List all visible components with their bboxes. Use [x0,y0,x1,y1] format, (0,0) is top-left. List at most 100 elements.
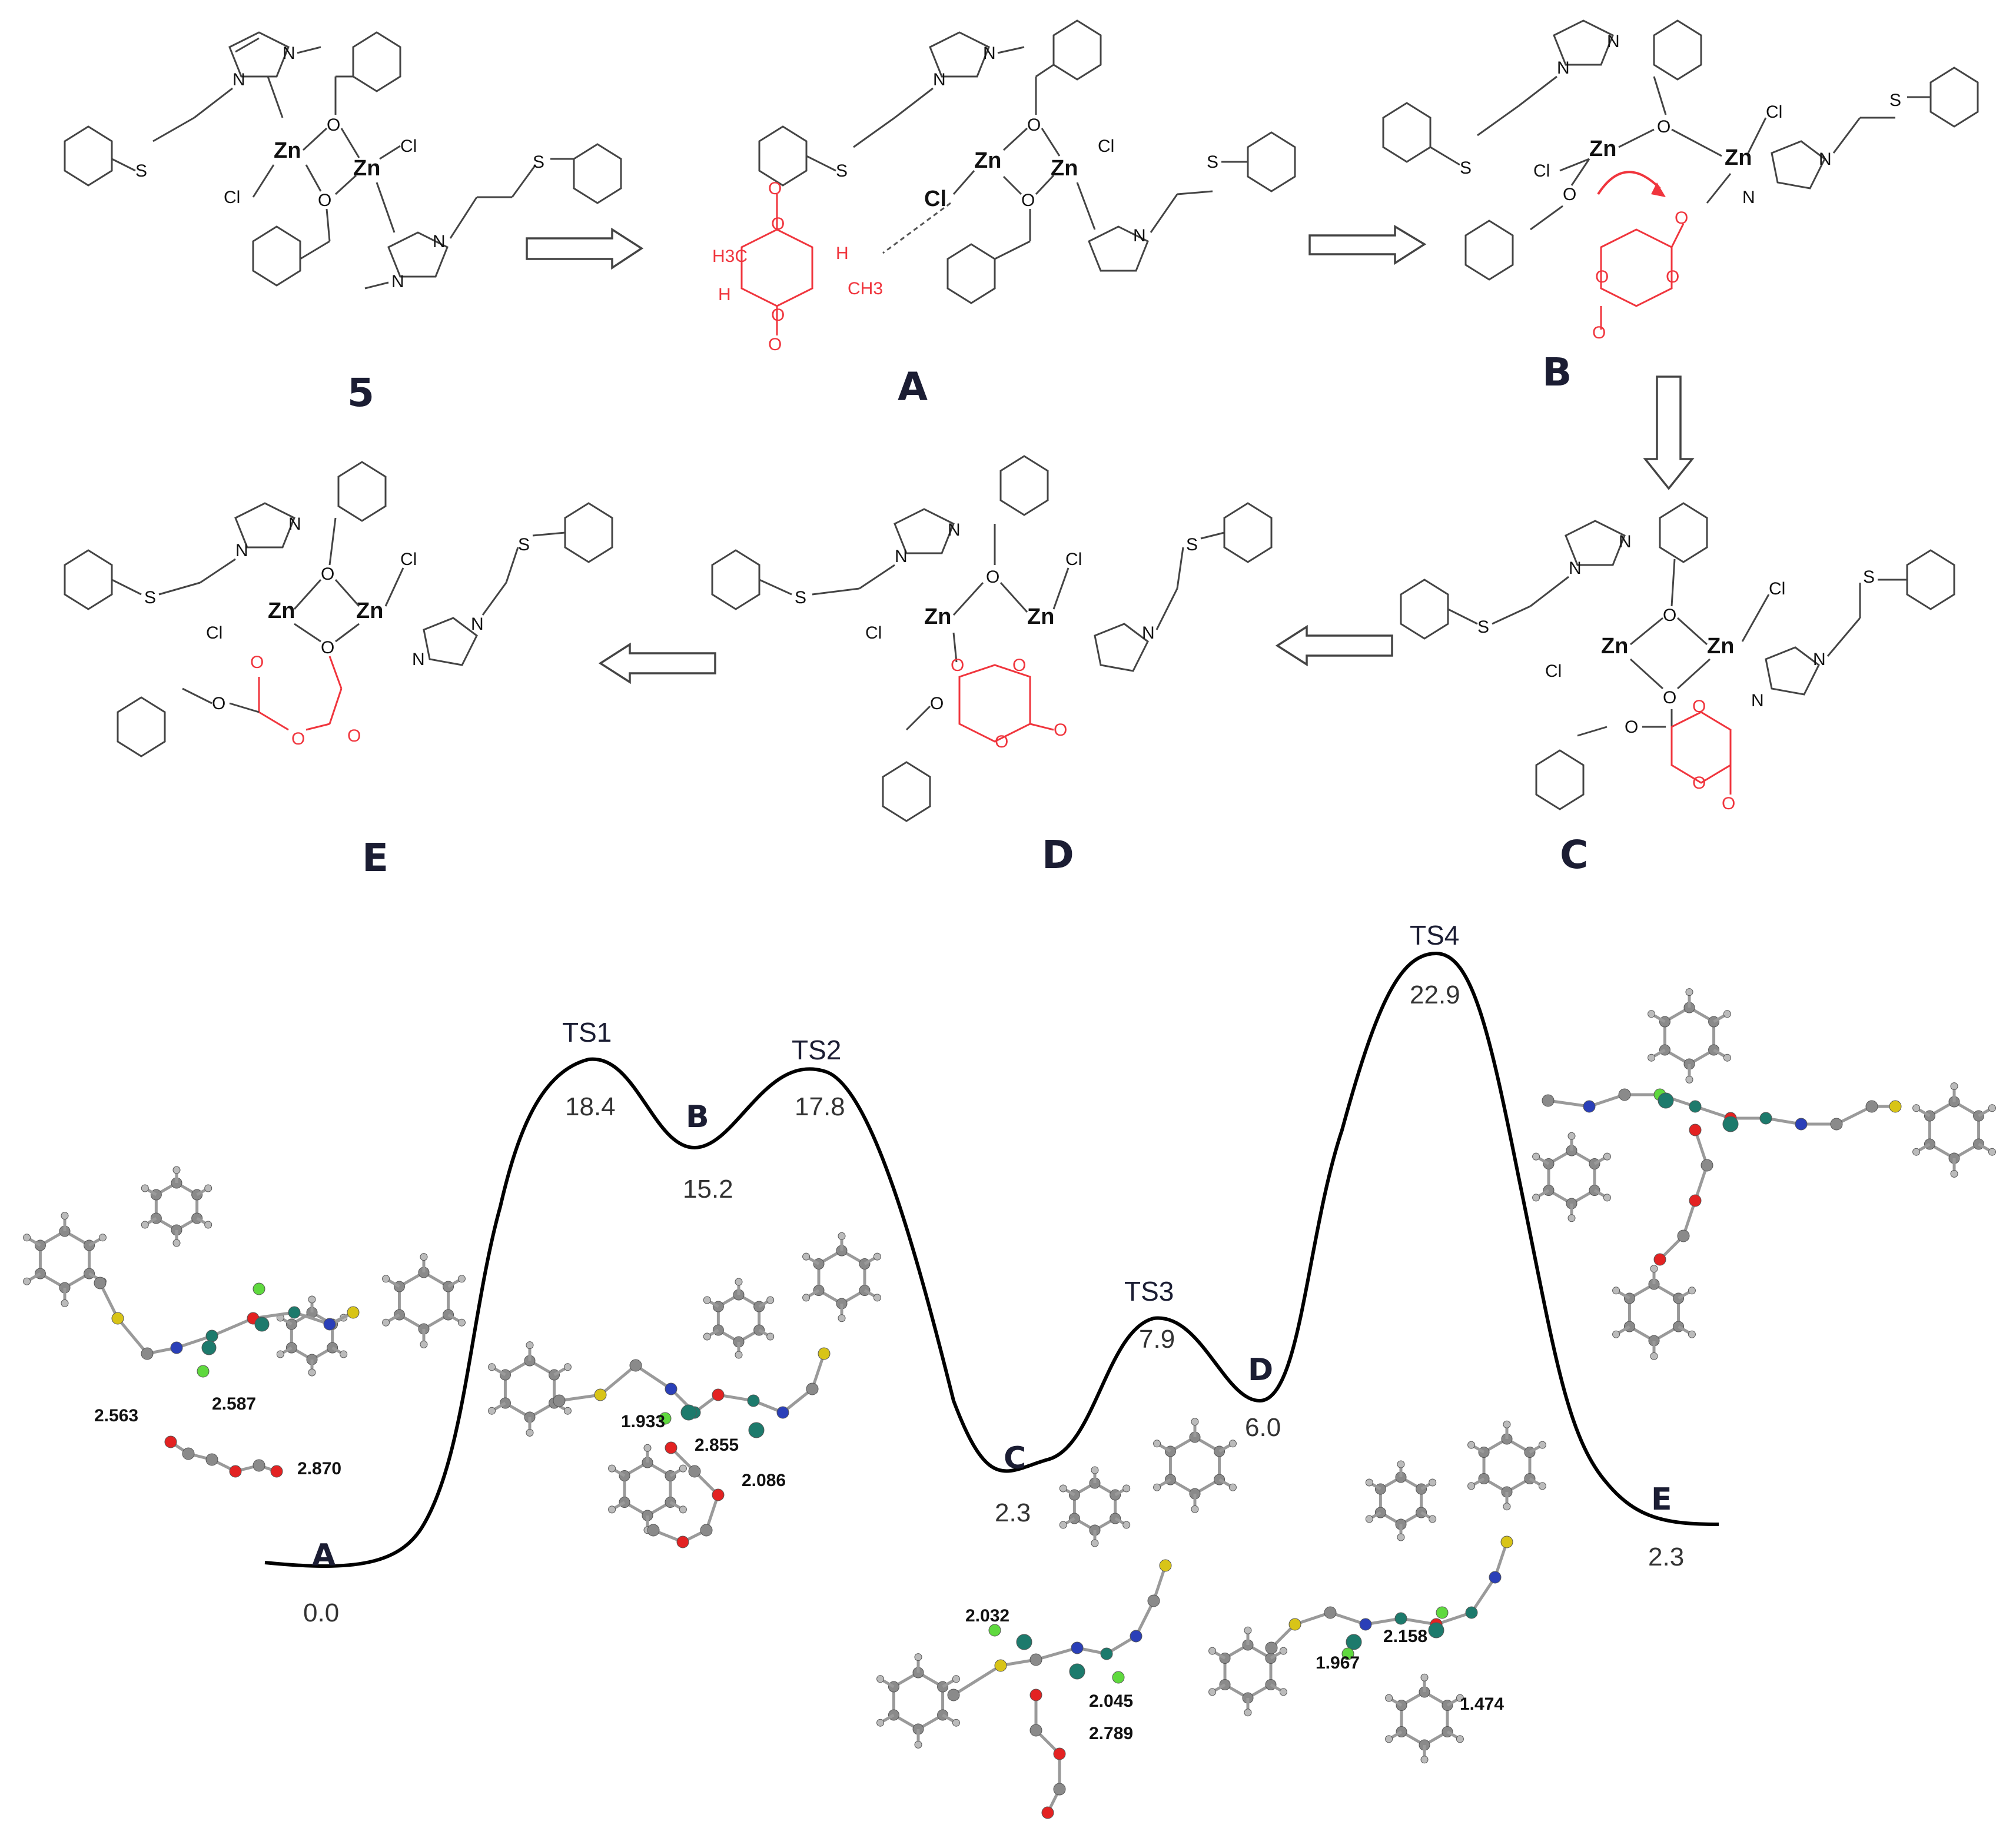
model-atom [1428,1622,1444,1638]
model-atom [1648,1010,1656,1018]
distance-label: 1.967 [1316,1653,1360,1673]
model-atom [1029,1689,1042,1701]
state-energy: 6.0 [1245,1413,1281,1442]
svg-text:O: O [321,638,334,657]
model-bond [1493,1541,1509,1578]
distance-label: 2.870 [297,1459,341,1478]
model-atom [1029,1724,1042,1737]
model-atom [1658,1092,1674,1109]
svg-text:O: O [951,656,964,675]
svg-text:N: N [983,44,996,63]
svg-text:S: S [1889,91,1901,110]
state-label: D [1248,1352,1273,1388]
model-atom [1988,1148,1996,1156]
state-energy: 2.3 [995,1498,1031,1527]
model-atom [276,1350,284,1358]
model-atom [1436,1606,1449,1619]
model-atom [1950,1169,1958,1178]
compound-label: D [1042,832,1074,878]
model-atom [1865,1100,1878,1113]
model-atom [952,1675,960,1683]
model-atom [1650,1352,1658,1360]
svg-text:Zn: Zn [1589,137,1616,161]
model-atom [1059,1521,1067,1529]
model-atom [204,1221,212,1229]
svg-text:Zn: Zn [974,148,1001,173]
model-atom [253,1282,265,1295]
model-atom [1069,1663,1085,1680]
model-atom [1394,1612,1407,1625]
svg-text:S: S [1863,567,1875,587]
model-atom [141,1221,149,1229]
reaction-arrow [1275,624,1393,667]
model-atom [563,1363,572,1371]
model-bond [1695,1105,1731,1120]
svg-text:Cl: Cl [1769,579,1785,599]
model-atom [802,1294,811,1302]
compound-label: E [362,835,388,880]
model-atom [988,1624,1001,1637]
model-atom [1723,1010,1731,1018]
model-atom [994,1659,1007,1672]
model-atom [308,1295,316,1304]
model-atom [1648,1053,1656,1062]
model-atom [1889,1100,1902,1113]
model-atom [1465,1606,1478,1619]
reaction-arrow [526,227,644,270]
model-atom [1567,1214,1576,1222]
model-atom [608,1505,616,1514]
model-atom [1059,1484,1067,1493]
model-atom [204,1184,212,1192]
model-atom [488,1363,496,1371]
svg-text:Zn: Zn [924,604,951,629]
model-atom [172,1239,181,1247]
model-atom [1830,1118,1843,1131]
model-bond [1152,1565,1167,1601]
model-atom [1122,1521,1131,1529]
svg-text:Cl: Cl [1533,161,1550,181]
model-atom [1503,1420,1511,1428]
model-atom [457,1318,466,1327]
svg-text:O: O [1666,267,1679,287]
svg-text:CH3: CH3 [848,279,883,298]
model-bond [1693,1165,1709,1201]
model-bond [1134,1600,1155,1637]
state-energy: 17.8 [795,1092,845,1121]
svg-text:Zn: Zn [356,599,383,623]
compound-label: B [1542,350,1572,395]
model-atom [876,1719,885,1727]
svg-text:S: S [1207,152,1218,172]
model-atom [947,1689,960,1701]
model-atom [94,1277,107,1289]
model-atom [679,1505,687,1514]
model-atom [629,1359,642,1372]
model-atom [164,1435,177,1448]
model-atom [1467,1441,1476,1449]
model-atom [553,1394,566,1407]
svg-text:O: O [1692,773,1706,793]
model-bond [176,1334,212,1350]
reaction-arrow [1308,224,1427,265]
model-atom [563,1407,572,1415]
model-bond [294,1311,330,1326]
model-atom [665,1441,677,1454]
svg-text:S: S [836,161,848,181]
svg-text:N: N [412,650,425,669]
model-atom [1456,1735,1464,1743]
model-atom [1147,1594,1160,1607]
model-atom [665,1382,677,1395]
svg-text:N: N [1607,32,1620,51]
svg-text:N: N [1819,149,1832,169]
model-atom [1988,1104,1996,1112]
model-atom [712,1388,725,1401]
svg-text:Cl: Cl [1545,662,1562,681]
svg-text:O: O [1563,185,1576,204]
svg-text:O: O [771,214,785,234]
model-atom [1538,1482,1546,1490]
svg-text:Cl: Cl [865,623,882,643]
model-bond [211,1317,254,1338]
model-bond [1294,1611,1331,1626]
model-atom [229,1465,242,1478]
distance-label: 2.032 [965,1606,1009,1626]
model-atom [61,1212,69,1220]
